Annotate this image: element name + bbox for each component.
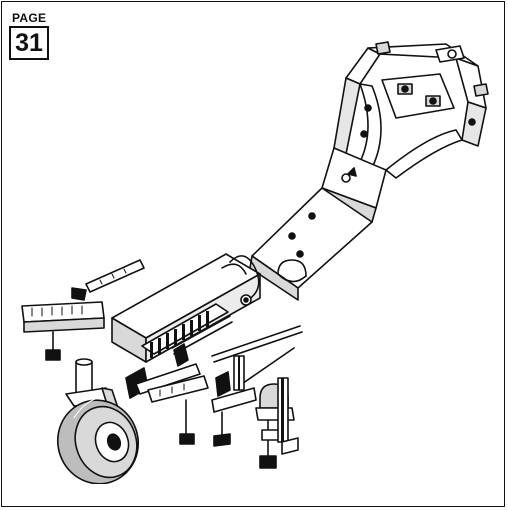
page-badge: PAGE 31 bbox=[9, 12, 57, 60]
caster-wheel bbox=[56, 358, 140, 484]
row-units bbox=[125, 250, 304, 469]
main-tongue bbox=[249, 187, 373, 301]
page-number: 31 bbox=[9, 26, 49, 60]
page-label: PAGE bbox=[12, 11, 47, 25]
marker-bar bbox=[21, 259, 145, 361]
assembly-illustration bbox=[21, 41, 489, 484]
hitch-frame bbox=[317, 41, 489, 223]
toolbar-beam bbox=[111, 253, 261, 363]
